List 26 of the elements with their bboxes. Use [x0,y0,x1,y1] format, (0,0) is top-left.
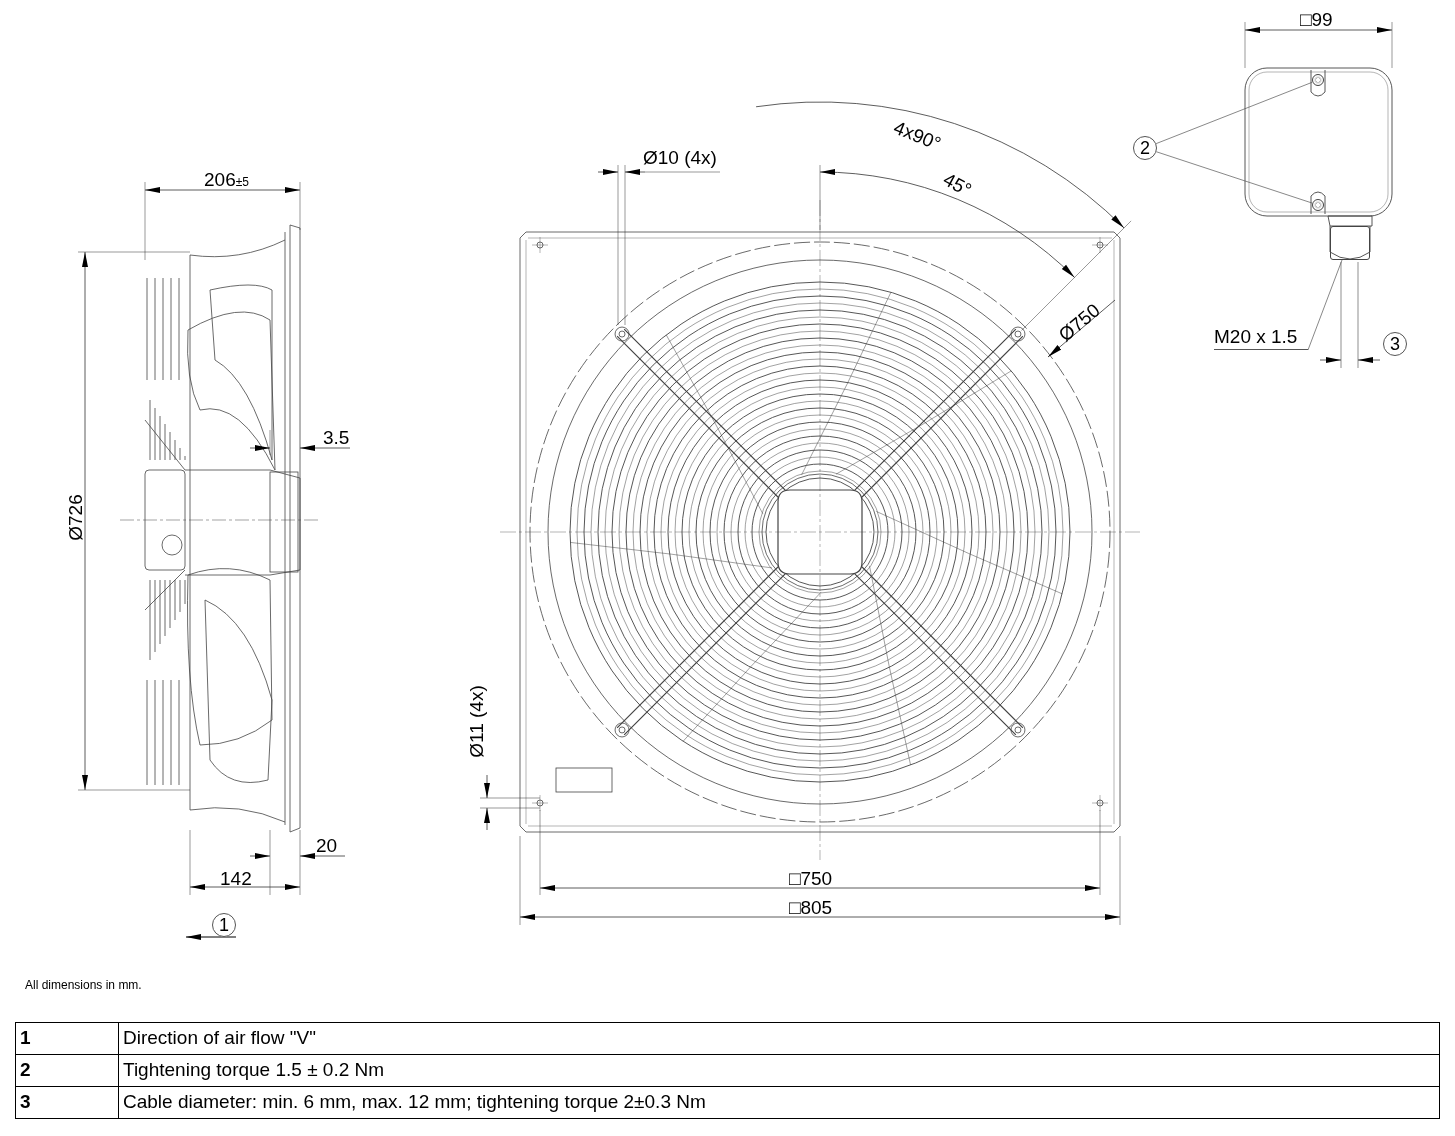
screw [1312,199,1324,211]
leader-line [1155,82,1313,144]
dimension-label: □750 [789,869,833,888]
table-cell-number: 3 [15,1086,119,1119]
table-cell-number: 1 [15,1022,119,1055]
dimension-label: □99 [1300,10,1333,29]
table-cell-text: Cable diameter: min. 6 mm, max. 12 mm; tightening torque 2±0.3 Nm [118,1086,1440,1119]
callout-number: 3 [1383,332,1407,356]
callout-number: 2 [1133,136,1157,160]
dimension-label: 4x90° [891,117,944,154]
dimension-label: Ø10 (4x) [643,148,717,167]
dimension-label: □805 [789,898,833,917]
table-cell-text: Direction of air flow "V" [118,1022,1440,1055]
note-text: All dimensions in mm. [25,978,142,992]
leader-line [1307,259,1343,351]
dimension-label: 142 [220,869,252,888]
leader-line [1156,151,1313,204]
screw [1312,74,1324,86]
dimension-label: Ø11 (4x) [466,685,486,758]
dimension-label: 3.5 [323,428,350,447]
callout-number: 1 [212,913,236,937]
dimension-label: Ø726 [65,494,85,541]
dimension-label: 45° [940,169,975,200]
dimension-label: 20 [316,836,338,855]
cable-gland [1330,226,1370,260]
thread-label: M20 x 1.5 [1214,326,1308,350]
